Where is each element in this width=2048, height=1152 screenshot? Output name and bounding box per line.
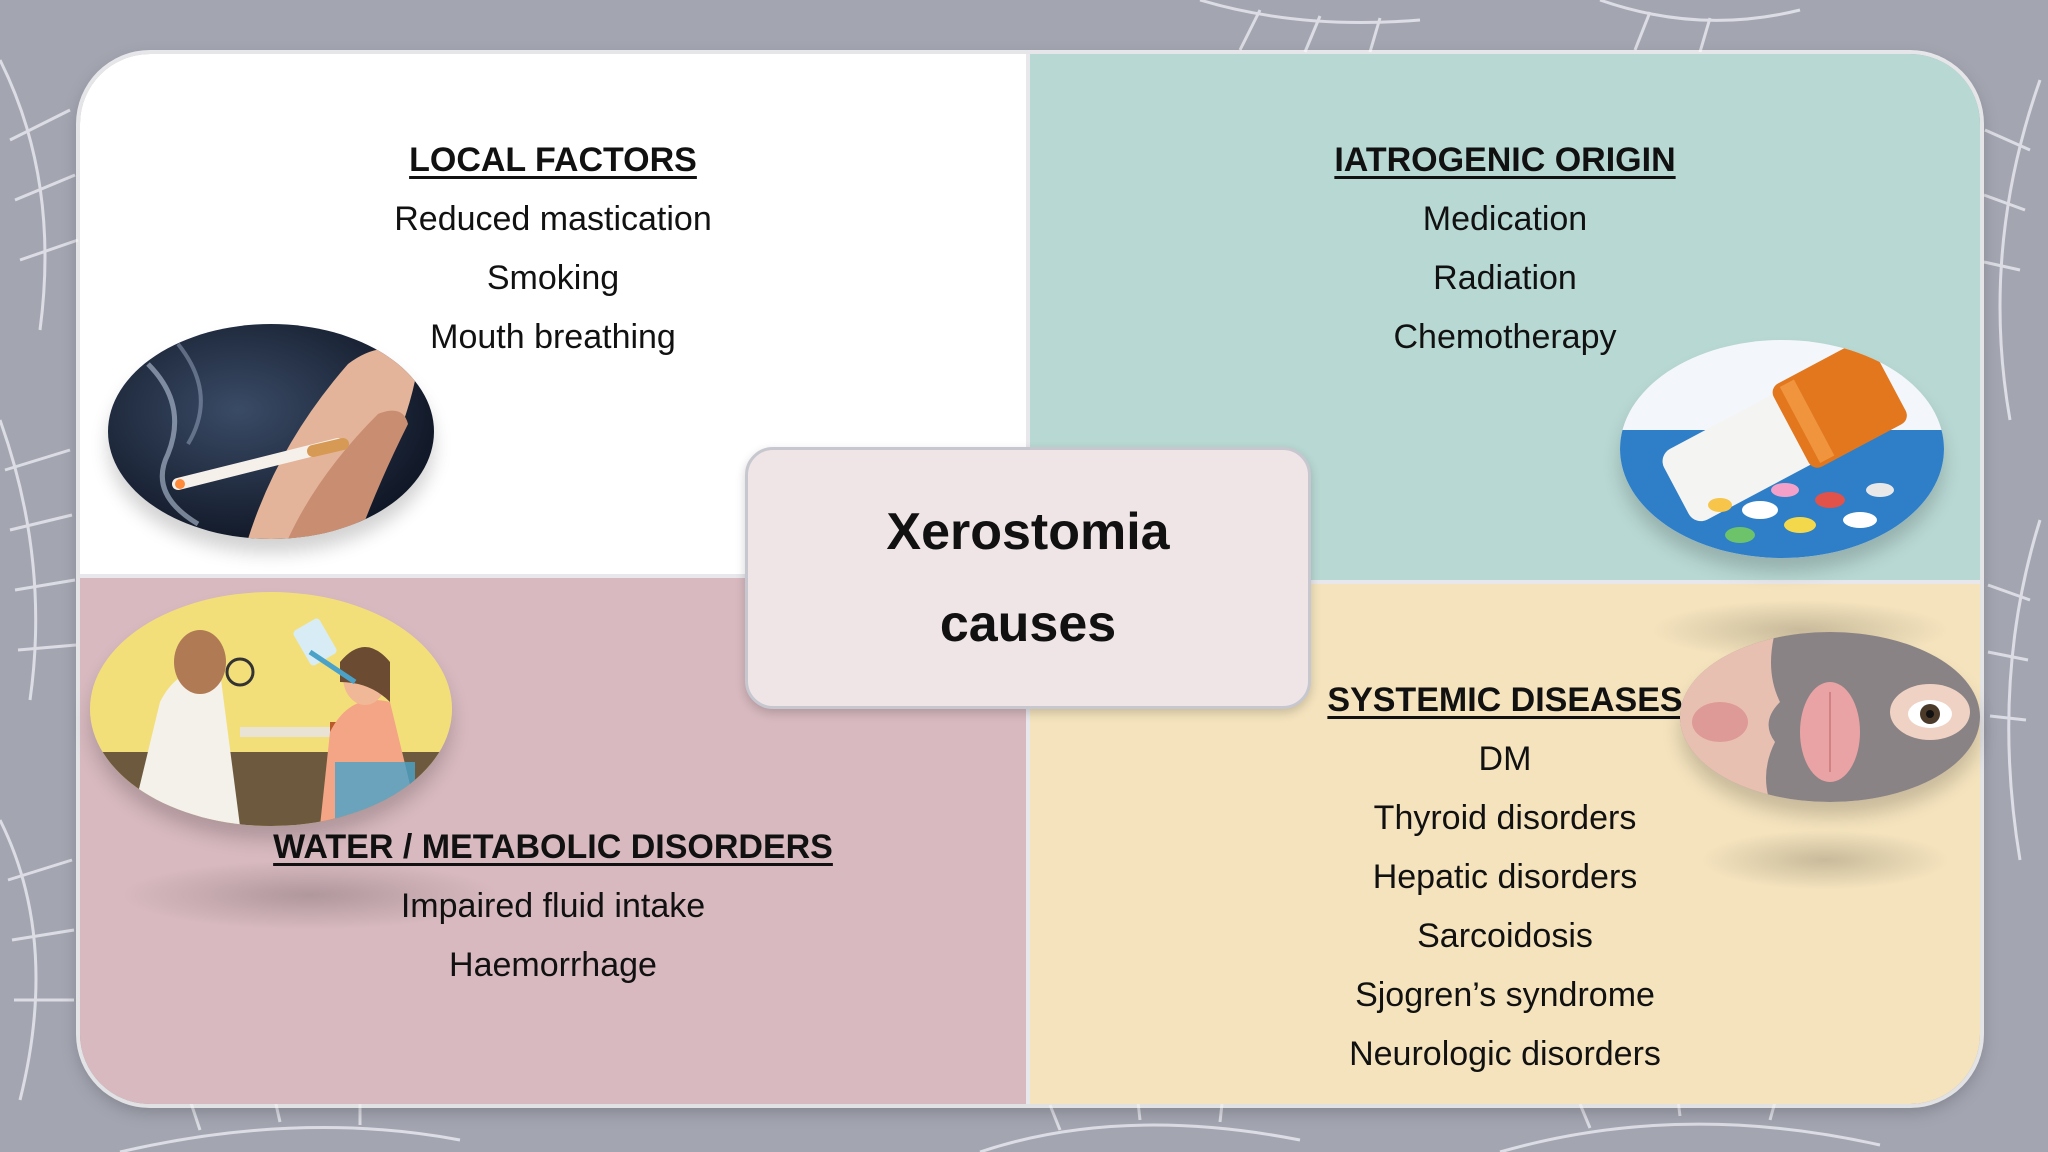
list-item: Radiation — [1433, 259, 1577, 297]
list-item: Impaired fluid intake — [400, 887, 706, 925]
list-item: Sjogren’s syndrome — [1355, 976, 1655, 1014]
list-item: Neurologic disorders — [1349, 1035, 1661, 1073]
list-item: DM — [1478, 740, 1532, 778]
drinking-water-cartoon-image — [90, 592, 452, 826]
list-item: Sarcoidosis — [1417, 917, 1593, 955]
list-item: Mouth breathing — [430, 318, 676, 356]
water-metabolic-heading: WATER / METABOLIC DISORDERS — [273, 828, 833, 866]
smoking-cigarette-image — [108, 324, 434, 539]
shadow-decoration — [1700, 830, 1950, 890]
pills-bottle-image — [1620, 340, 1944, 558]
list-item: Medication — [1422, 200, 1588, 238]
list-item: Hepatic disorders — [1372, 858, 1638, 896]
list-item: Haemorrhage — [449, 946, 657, 984]
list-item: Reduced mastication — [394, 200, 712, 238]
water-metabolic-block: WATER / METABOLIC DISORDERS Impaired flu… — [233, 818, 873, 995]
local-factors-block: LOCAL FACTORS Reduced mastication Smokin… — [353, 131, 753, 367]
center-title-line2: causes — [939, 595, 1117, 653]
list-item: Chemotherapy — [1393, 318, 1617, 356]
face-tongue-eye-image — [1680, 632, 1980, 802]
center-title-line1: Xerostomia — [886, 503, 1170, 561]
horizontal-divider-left — [80, 574, 1026, 578]
shadow-decoration — [120, 860, 500, 930]
list-item: Thyroid disorders — [1373, 799, 1637, 837]
center-title-box: Xerostomia causes — [745, 447, 1311, 709]
iatrogenic-origin-block: IATROGENIC ORIGIN Medication Radiation C… — [1305, 131, 1705, 367]
horizontal-divider-right — [1030, 580, 1980, 584]
list-item: Smoking — [486, 259, 620, 297]
systemic-diseases-heading: SYSTEMIC DISEASES — [1327, 681, 1683, 719]
systemic-diseases-block: SYSTEMIC DISEASES DM Thyroid disorders H… — [1305, 671, 1705, 1084]
iatrogenic-origin-heading: IATROGENIC ORIGIN — [1334, 141, 1676, 179]
local-factors-heading: LOCAL FACTORS — [409, 141, 697, 179]
